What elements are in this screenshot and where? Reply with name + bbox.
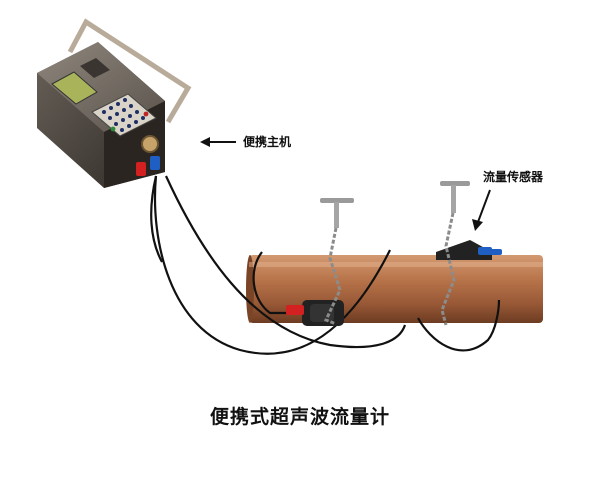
clamp-right [440,181,470,326]
arrow-left-icon [200,137,236,147]
caption-title: 便携式超声波流量计 [209,406,390,428]
portable-host-device [37,18,192,188]
clamp-left [320,198,354,326]
cable-loop [150,175,501,355]
host-label: 便携主机 [243,135,292,149]
transducer-right [436,240,502,260]
arrow-down-left-icon [472,189,491,231]
transducer-left [286,300,344,326]
sensor-label: 流量传感器 [483,170,544,184]
